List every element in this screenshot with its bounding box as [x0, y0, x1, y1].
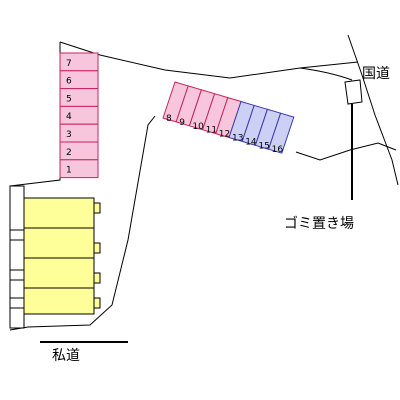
building-unit: [23, 227, 95, 259]
parking-space-number: 14: [245, 137, 257, 147]
building-balcony: [93, 202, 101, 214]
building-tab-1: [9, 229, 25, 241]
boundary-upper: [59, 41, 359, 79]
parking-space-number: 10: [192, 122, 204, 132]
building-unit: [23, 287, 95, 315]
parking-space-number: 4: [66, 112, 72, 122]
parking-space-number: 8: [166, 114, 172, 124]
label-garbage-area: ゴミ置き場: [284, 215, 354, 232]
boundary-lower: [9, 115, 156, 331]
parking-space-number: 2: [66, 148, 72, 158]
building-frame: [9, 185, 25, 329]
parking-space-number: 9: [179, 118, 185, 128]
building-unit: [23, 257, 95, 289]
garbage-station: [344, 79, 363, 200]
parking-space: [59, 159, 99, 179]
building-outline: [9, 185, 25, 329]
parking-left-column: 7 6 5 4 3 2 1: [59, 52, 99, 179]
parking-space: [267, 112, 295, 154]
building-balcony: [93, 272, 101, 284]
parking-space-number: 13: [232, 134, 243, 144]
parking-space-number: 6: [66, 77, 72, 87]
building-balcony: [93, 242, 101, 254]
building-units: [23, 197, 101, 315]
building-tab-3: [9, 297, 25, 309]
parking-space-number: 15: [258, 141, 269, 151]
label-private-road: 私道: [52, 348, 80, 364]
parking-space-number: 12: [219, 130, 230, 140]
parking-space-number: 11: [206, 126, 217, 136]
building-unit: [23, 197, 95, 229]
building-balcony: [93, 297, 101, 309]
national-road-edge: [347, 34, 399, 186]
parking-space-number: 3: [66, 130, 72, 140]
parking-space-number: 16: [272, 145, 284, 155]
parking-space-number: 7: [66, 59, 72, 69]
boundary-top: [9, 42, 61, 187]
boundary-road-curve: [299, 67, 353, 81]
building-tab-2: [9, 269, 25, 281]
parking-space-number: 1: [66, 166, 72, 176]
garbage-box: [344, 79, 363, 105]
boundary-right-lower: [295, 142, 397, 161]
parking-space-number: 5: [66, 94, 72, 104]
label-national-road: 国道: [362, 66, 390, 82]
